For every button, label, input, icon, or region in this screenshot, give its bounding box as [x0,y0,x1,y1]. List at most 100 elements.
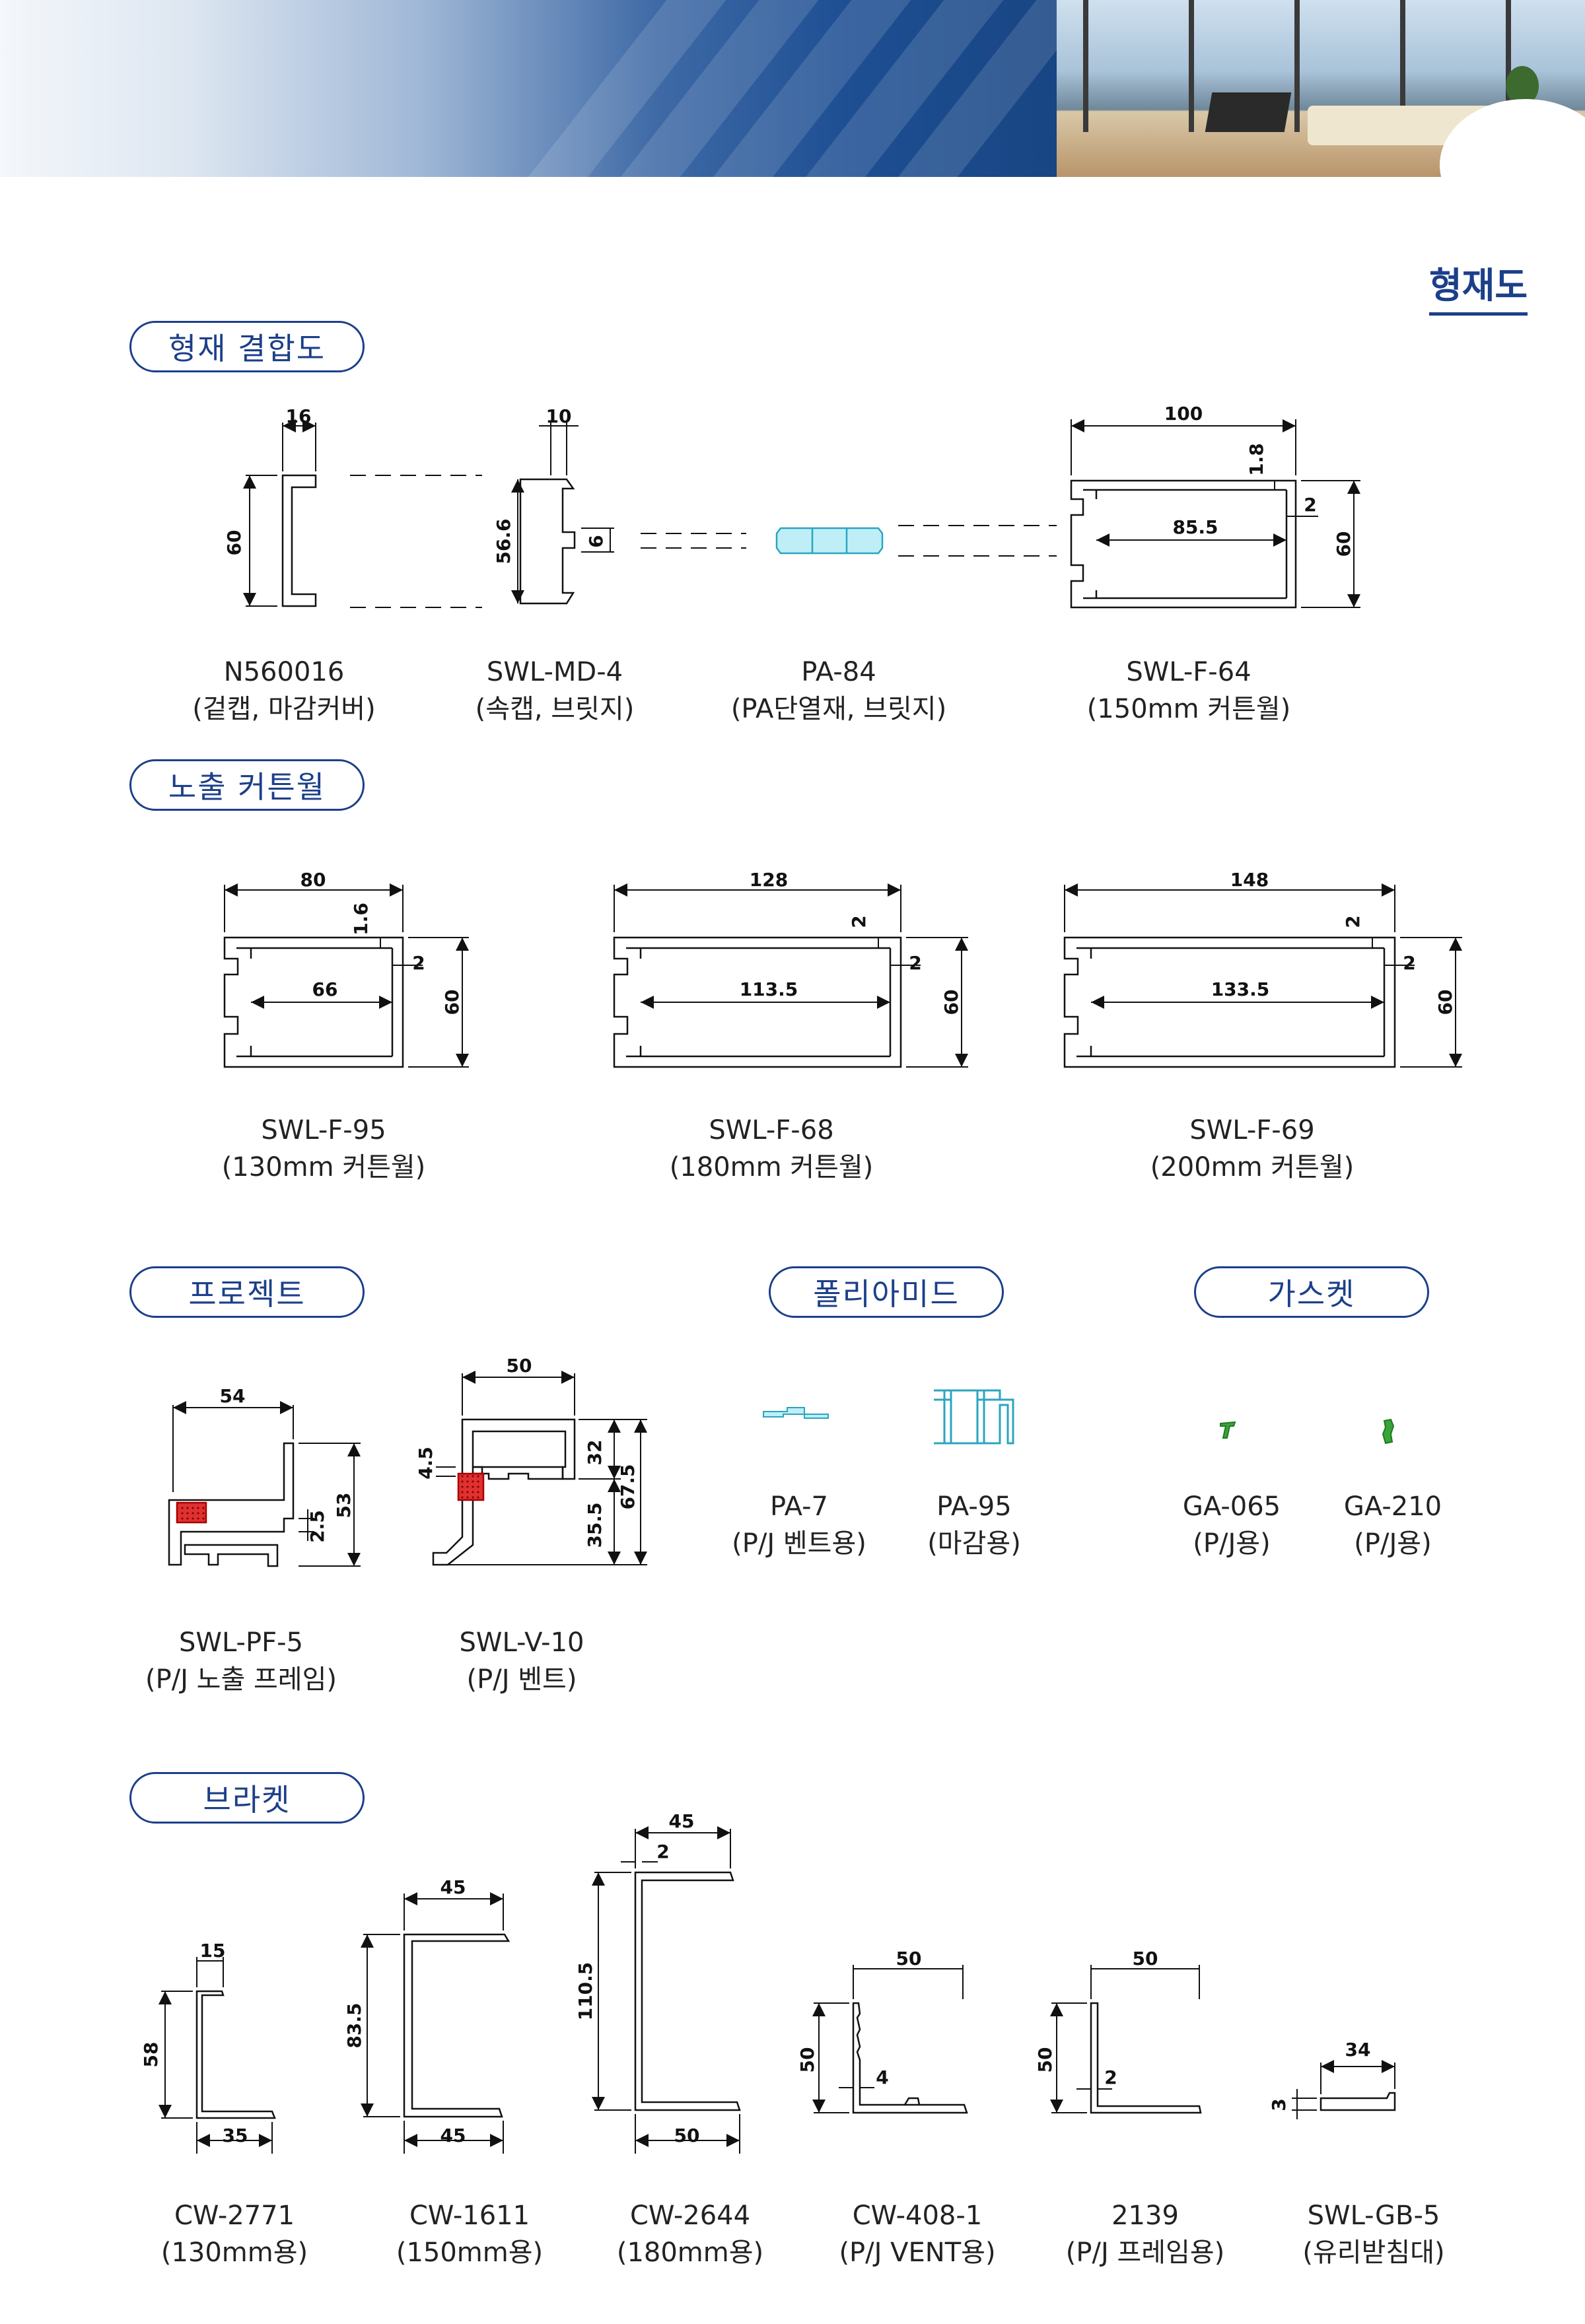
part-desc: (P/J 벤트) [466,1664,577,1695]
part-label-swl-v-10: SWL-V-10 (P/J 벤트) [423,1624,621,1698]
dim-text: 6 [585,535,607,547]
dim-text: 45 [669,1810,695,1832]
part-desc: (유리받침대) [1302,2238,1445,2268]
window-mullion [1506,0,1511,132]
window-mullion [1189,0,1194,132]
part-label-2139: 2139 (P/J 프레임용) [1033,2197,1257,2271]
part-desc: (P/J용) [1354,1528,1432,1559]
part-code: 2139 [1111,2201,1179,2231]
profile-ga-065 [1220,1421,1236,1439]
part-code: CW-2644 [629,2201,751,2231]
part-code: CW-1611 [409,2201,530,2231]
part-desc: (속캡, 브릿지) [475,694,635,724]
profile-swl-f-95 [223,883,469,1068]
profile-swl-gb-5 [1292,2060,1396,2119]
section-title-polyamide: 폴리아미드 [769,1266,1004,1318]
page-title: 형재도 [1429,256,1528,316]
dim-text: 1.8 [1246,443,1267,476]
dim-text: 2 [1403,952,1415,974]
dim-text: 2 [656,1841,669,1863]
dim-text: 4 [876,2067,888,2088]
profile-swl-f-69 [1063,883,1462,1068]
dim-text: 35 [223,2125,248,2146]
dim-text: 60 [1434,990,1456,1015]
part-desc: (P/J 벤트용) [732,1528,866,1559]
profile-pa-95 [934,1389,1014,1445]
dim-text: 110.5 [575,1962,596,2021]
part-desc: (PA단열재, 브릿지) [730,694,947,724]
part-desc: (180mm 커튼월) [669,1152,874,1182]
part-label-swl-f-95: SWL-F-95 (130mm 커튼월) [198,1112,449,1186]
dim-text: 15 [200,1940,226,1962]
part-label-swl-gb-5: SWL-GB-5 (유리받침대) [1268,2197,1479,2271]
part-code: GA-065 [1182,1491,1281,1522]
part-label-ga-065: GA-065 (P/J용) [1162,1488,1301,1562]
profile-cw-2771 [158,1957,276,2154]
part-code: SWL-F-69 [1189,1115,1315,1145]
dim-text: 56.6 [493,518,514,564]
banner-gradient [0,0,1057,177]
part-label-pa-84: PA-84 (PA단열재, 브릿지) [700,654,977,728]
dim-text: 133.5 [1211,978,1270,1000]
header-banner [0,0,1585,177]
part-label-ga-210: GA-210 (P/J용) [1323,1488,1462,1562]
profile-swl-v-10 [432,1371,647,1566]
section-title-assembly: 형재 결합도 [129,321,365,372]
dim-text: 50 [896,1948,922,1969]
dim-text: 2 [412,952,425,974]
window-mullion [1400,0,1405,132]
part-label-swl-md-4: SWL-MD-4 (속캡, 브릿지) [436,654,674,728]
profile-swl-md-4 [511,423,614,605]
part-label-swl-f-69: SWL-F-69 (200mm 커튼월) [1127,1112,1378,1186]
part-desc: (150mm용) [396,2238,544,2268]
part-code: SWL-GB-5 [1307,2201,1440,2231]
profile-cw-1611 [361,1892,511,2154]
part-label-cw-2644: CW-2644 (180mm용) [594,2197,786,2271]
part-desc: (겉캡, 마감커버) [192,694,376,724]
dim-text: 53 [333,1493,355,1519]
profile-cw-2644 [592,1826,741,2154]
dim-text: 2 [1342,915,1364,928]
part-code: SWL-MD-4 [486,657,623,687]
part-code: N560016 [223,657,345,687]
dim-text: 1.6 [350,903,372,936]
part-label-cw-1611: CW-1611 (150mm용) [374,2197,565,2271]
dim-text: 83.5 [343,2002,365,2048]
part-code: SWL-F-64 [1126,657,1251,687]
dim-text: 32 [584,1440,606,1466]
window-mullion [1294,0,1300,132]
dim-text: 50 [674,2125,700,2146]
dim-text: 50 [507,1355,532,1377]
dim-text: 3 [1268,2098,1290,2111]
dim-text: 2 [909,952,921,974]
profile-swl-f-68 [613,883,968,1068]
part-code: PA-84 [801,657,876,687]
window-mullion [1083,0,1088,132]
dim-text: 60 [1333,531,1355,557]
part-desc: (150mm 커튼월) [1086,694,1291,724]
dim-text: 54 [220,1385,246,1407]
part-desc: (130mm용) [160,2238,308,2268]
dim-text: 16 [286,405,312,427]
dim-text: 60 [940,990,962,1015]
part-code: GA-210 [1343,1491,1442,1522]
dim-text: 80 [300,869,326,891]
dim-text: 67.5 [617,1464,639,1509]
dim-text: 34 [1345,2039,1371,2061]
part-label-cw-408-1: CW-408-1 (P/J VENT용) [808,2197,1026,2271]
part-label-n560016: N560016 (겉캡, 마감커버) [165,654,403,728]
dim-text: 85.5 [1172,516,1218,538]
profile-cw-408-1 [812,1965,968,2114]
dim-text: 4.5 [415,1447,437,1480]
dim-text: 100 [1164,403,1203,425]
section-title-gasket: 가스켓 [1194,1266,1429,1318]
part-label-swl-f-68: SWL-F-68 (180mm 커튼월) [646,1112,897,1186]
part-desc: (P/J 노출 프레임) [145,1664,337,1695]
section-title-project: 프로젝트 [129,1266,365,1318]
dim-text: 2 [848,915,870,928]
part-code: PA-95 [936,1491,1012,1522]
part-code: CW-408-1 [852,2201,983,2231]
part-label-pa-95: PA-95 (마감용) [892,1488,1057,1562]
dim-text: 58 [140,2042,162,2068]
